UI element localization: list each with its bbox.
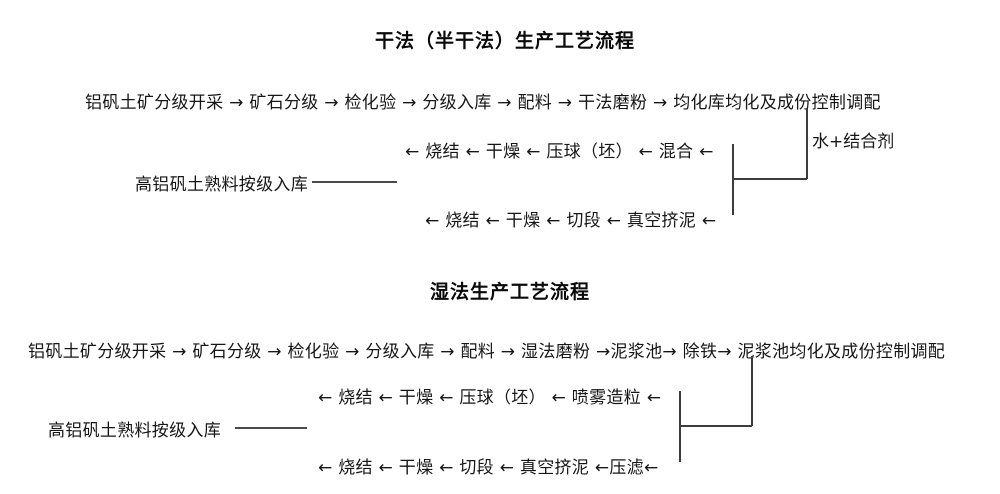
wet-storage-label: 高铝矾土熟料按级入库: [48, 421, 221, 441]
wet-connector-branches-vertical: [679, 391, 681, 462]
wet-process-title: 湿法生产工艺流程: [430, 281, 591, 303]
dry-connector-from-main-vertical: [806, 109, 808, 179]
dry-connector-horizontal: [732, 178, 807, 180]
wet-main-flow-row: 铝矾土矿分级开采 → 矿石分级 → 检化验 → 分级入库 → 配料 → 湿法磨粉…: [28, 342, 946, 362]
dry-main-flow-row: 铝矾土矿分级开采 → 矿石分级 → 检化验 → 分级入库 → 配料 → 干法磨粉…: [85, 93, 881, 113]
wet-storage-leader-line: [235, 427, 307, 429]
wet-spray-branch-row: ← 烧结 ← 干燥 ← 压球（坯） ← 喷雾造粒 ←: [318, 388, 662, 408]
dry-connector-branches-vertical: [732, 144, 734, 215]
dry-press-branch-row: ← 烧结 ← 干燥 ← 压球（坯） ← 混合 ←: [405, 142, 714, 162]
wet-extrude-branch-row: ← 烧结 ← 干燥 ← 切段 ← 真空挤泥 ←压滤←: [318, 458, 659, 478]
wet-connector-from-main-vertical: [751, 356, 753, 426]
dry-storage-label: 高铝矾土熟料按级入库: [135, 175, 308, 195]
dry-extrude-branch-row: ← 烧结 ← 干燥 ← 切段 ← 真空挤泥 ←: [425, 211, 717, 231]
wet-connector-horizontal: [679, 425, 752, 427]
dry-storage-leader-line: [312, 181, 397, 183]
dry-process-title: 干法（半干法）生产工艺流程: [375, 30, 636, 52]
dry-additive-label: 水+结合剂: [812, 132, 895, 152]
